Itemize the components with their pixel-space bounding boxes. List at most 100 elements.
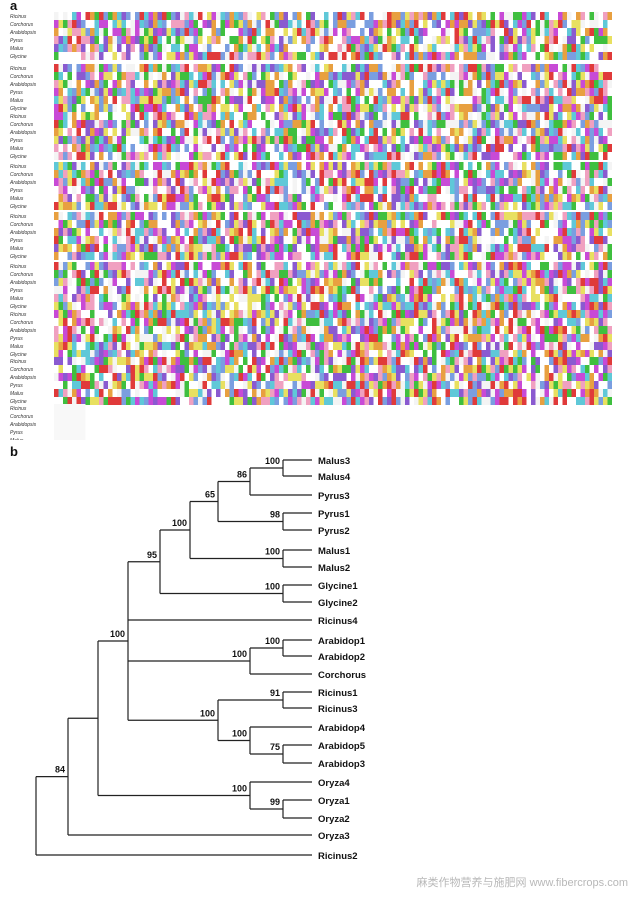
residue-cell bbox=[288, 278, 293, 286]
residue-cell bbox=[94, 80, 99, 88]
species-label: Ricinus bbox=[10, 14, 27, 20]
residue-cell bbox=[346, 220, 351, 228]
residue-cell bbox=[288, 228, 293, 236]
residue-cell bbox=[589, 52, 594, 60]
residue-cell bbox=[459, 136, 464, 144]
residue-cell bbox=[342, 178, 347, 186]
residue-cell bbox=[468, 20, 473, 28]
residue-cell bbox=[153, 326, 158, 334]
residue-cell bbox=[567, 104, 572, 112]
residue-cell bbox=[598, 52, 603, 60]
residue-cell bbox=[283, 80, 288, 88]
residue-cell bbox=[585, 212, 590, 220]
residue-cell bbox=[423, 44, 428, 52]
residue-cell bbox=[288, 152, 293, 160]
residue-cell bbox=[409, 44, 414, 52]
residue-cell bbox=[441, 72, 446, 80]
residue-cell bbox=[274, 12, 279, 20]
residue-cell bbox=[166, 178, 171, 186]
residue-cell bbox=[445, 12, 450, 20]
residue-cell bbox=[252, 220, 257, 228]
residue-cell bbox=[81, 178, 86, 186]
residue-cell bbox=[135, 186, 140, 194]
residue-cell bbox=[216, 236, 221, 244]
residue-cell bbox=[558, 262, 563, 270]
residue-cell bbox=[166, 44, 171, 52]
residue-cell bbox=[427, 220, 432, 228]
residue-cell bbox=[180, 286, 185, 294]
residue-cell bbox=[594, 44, 599, 52]
residue-cell bbox=[144, 270, 149, 278]
residue-cell bbox=[531, 278, 536, 286]
residue-cell bbox=[189, 178, 194, 186]
residue-cell bbox=[130, 170, 135, 178]
residue-cell bbox=[171, 244, 176, 252]
residue-cell bbox=[355, 170, 360, 178]
residue-cell bbox=[373, 278, 378, 286]
residue-cell bbox=[355, 44, 360, 52]
residue-cell bbox=[112, 112, 117, 120]
residue-cell bbox=[414, 20, 419, 28]
residue-cell bbox=[580, 302, 585, 310]
residue-cell bbox=[589, 212, 594, 220]
residue-cell bbox=[297, 194, 302, 202]
residue-cell bbox=[454, 212, 459, 220]
residue-cell bbox=[445, 136, 450, 144]
residue-cell bbox=[265, 20, 270, 28]
residue-cell bbox=[157, 236, 162, 244]
residue-cell bbox=[310, 44, 315, 52]
residue-cell bbox=[310, 72, 315, 80]
residue-cell bbox=[315, 262, 320, 270]
residue-cell bbox=[391, 326, 396, 334]
residue-cell bbox=[436, 88, 441, 96]
residue-cell bbox=[283, 334, 288, 342]
residue-cell bbox=[234, 120, 239, 128]
residue-cell bbox=[166, 186, 171, 194]
residue-cell bbox=[121, 244, 126, 252]
residue-cell bbox=[571, 162, 576, 170]
residue-cell bbox=[207, 202, 212, 210]
residue-cell bbox=[472, 144, 477, 152]
residue-cell bbox=[270, 220, 275, 228]
residue-cell bbox=[202, 64, 207, 72]
residue-cell bbox=[202, 262, 207, 270]
residue-cell bbox=[135, 334, 140, 342]
residue-cell bbox=[238, 326, 243, 334]
residue-cell bbox=[306, 228, 311, 236]
residue-cell bbox=[607, 72, 612, 80]
residue-cell bbox=[306, 202, 311, 210]
residue-cell bbox=[571, 104, 576, 112]
residue-cell bbox=[162, 262, 167, 270]
residue-cell bbox=[198, 12, 203, 20]
residue-cell bbox=[355, 220, 360, 228]
residue-cell bbox=[495, 318, 500, 326]
residue-cell bbox=[337, 162, 342, 170]
residue-cell bbox=[162, 178, 167, 186]
residue-cell bbox=[355, 194, 360, 202]
residue-cell bbox=[387, 244, 392, 252]
residue-cell bbox=[54, 278, 59, 286]
residue-cell bbox=[490, 220, 495, 228]
residue-cell bbox=[184, 152, 189, 160]
residue-cell bbox=[144, 236, 149, 244]
residue-cell bbox=[108, 278, 113, 286]
residue-cell bbox=[405, 318, 410, 326]
residue-cell bbox=[72, 64, 77, 72]
residue-cell bbox=[153, 228, 158, 236]
residue-cell bbox=[279, 334, 284, 342]
residue-cell bbox=[130, 294, 135, 302]
residue-cell bbox=[481, 186, 486, 194]
residue-cell bbox=[576, 262, 581, 270]
residue-cell bbox=[216, 152, 221, 160]
residue-cell bbox=[81, 136, 86, 144]
residue-cell bbox=[243, 152, 248, 160]
residue-cell bbox=[540, 186, 545, 194]
residue-cell bbox=[333, 80, 338, 88]
residue-cell bbox=[130, 12, 135, 20]
residue-cell bbox=[85, 326, 90, 334]
residue-cell bbox=[351, 120, 356, 128]
residue-cell bbox=[571, 20, 576, 28]
residue-cell bbox=[396, 212, 401, 220]
residue-cell bbox=[220, 194, 225, 202]
alignment-block: RicinusCorchorusArabidopsisPyrusMalusGly… bbox=[9, 310, 612, 358]
